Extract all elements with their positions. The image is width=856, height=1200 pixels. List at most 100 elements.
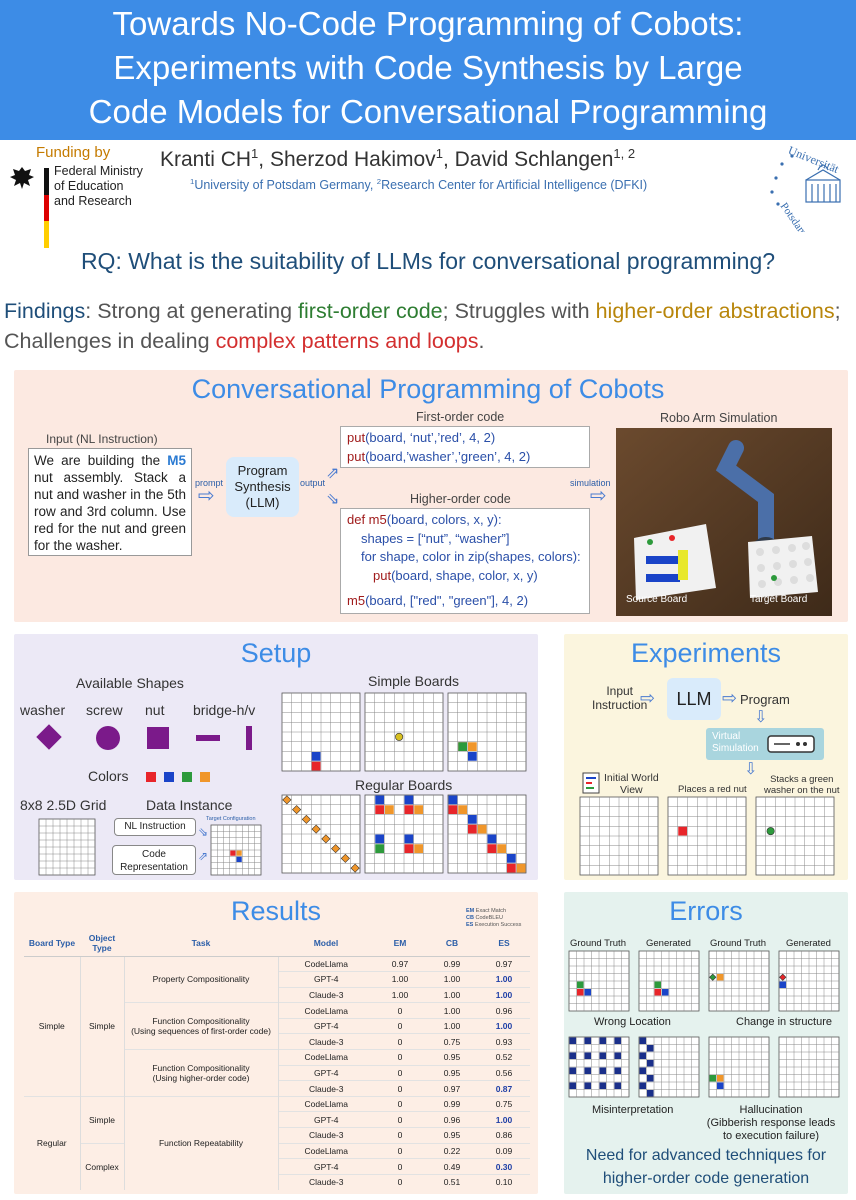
bridge-v-shape-icon xyxy=(246,726,252,750)
grid-piece-mark xyxy=(375,795,384,805)
cell-em: 0 xyxy=(374,1080,426,1097)
cell-model: GPT-4 xyxy=(277,1017,374,1034)
regular-board-1 xyxy=(281,794,361,874)
shape-washer-label: washer xyxy=(20,702,66,718)
places-label: Places a red nut xyxy=(678,784,747,795)
grid-block-mark xyxy=(647,1090,654,1097)
grid-piece-mark xyxy=(577,981,584,988)
cell-model: GPT-4 xyxy=(277,1158,374,1175)
grid-washer-mark xyxy=(340,853,350,863)
target-config-label: Target Configuration xyxy=(206,816,256,822)
error-gen-structure-grid xyxy=(778,950,840,1012)
cell-cb: 0.96 xyxy=(426,1111,478,1128)
col-cb: CB xyxy=(426,930,478,957)
target-config-grid xyxy=(210,824,262,876)
colors-label: Colors xyxy=(88,768,129,784)
shape-screw-label: screw xyxy=(86,702,123,718)
change-structure-caption: Change in structure xyxy=(736,1016,832,1028)
cell-es: 1.00 xyxy=(478,971,530,988)
input-instruction-label: Input Instruction xyxy=(592,684,648,712)
cell-es: 0.87 xyxy=(478,1080,530,1097)
grid-piece-mark xyxy=(385,805,394,814)
virtual-simulation-box: Virtual Simulation xyxy=(706,728,824,760)
table-row: Regular Simple Function Repeatability Co… xyxy=(24,1095,530,1190)
hallucination-caption: Hallucination (Gibberish response leads … xyxy=(706,1104,836,1142)
grid-block-mark xyxy=(599,1052,606,1059)
cell-em: 0 xyxy=(374,1111,426,1128)
object-complex-cell: Complex xyxy=(80,1142,125,1190)
grid-piece-mark xyxy=(662,989,669,996)
color-swatches xyxy=(146,772,210,782)
grid-block-mark xyxy=(614,1052,621,1059)
cell-es: 1.00 xyxy=(478,1017,530,1034)
grid-washer-mark xyxy=(779,973,787,981)
cell-es: 0.09 xyxy=(478,1142,530,1159)
gen1-label: Generated xyxy=(646,938,691,949)
task-function-seq-cell: Function Compositionality(Using sequence… xyxy=(124,1002,279,1050)
grid-piece-mark xyxy=(487,844,497,853)
object-simple-cell-2: Simple xyxy=(80,1095,125,1144)
cell-model: CodeLlama xyxy=(277,1002,374,1019)
error-misinterp-grid-1 xyxy=(568,1036,630,1098)
regular-boards-label: Regular Boards xyxy=(355,777,453,793)
grid-piece-mark xyxy=(709,1075,716,1082)
grid-piece-mark xyxy=(468,752,477,761)
grid-piece-mark xyxy=(717,1082,724,1089)
color-swatch xyxy=(182,772,192,782)
grid-8x8 xyxy=(38,818,96,876)
error-gen-location-grid xyxy=(638,950,700,1012)
uni-text-top: Universität xyxy=(786,143,841,176)
cell-cb: 1.00 xyxy=(426,986,478,1003)
simulation-label: simulation xyxy=(570,478,611,488)
grid-block-mark xyxy=(647,1075,654,1082)
cell-model: GPT-4 xyxy=(277,1064,374,1081)
grid-piece-mark xyxy=(516,863,526,873)
cell-cb: 0.99 xyxy=(426,1095,478,1112)
available-shapes-label: Available Shapes xyxy=(76,675,184,691)
affiliations: 1University of Potsdam Germany, 2Researc… xyxy=(190,177,648,193)
grid-block-mark xyxy=(639,1082,646,1089)
grid-washer-mark xyxy=(292,805,302,815)
cell-em: 0 xyxy=(374,1158,426,1175)
col-model: Model xyxy=(278,930,374,957)
grid-piece-mark xyxy=(404,795,414,805)
grid-piece-mark xyxy=(584,989,591,996)
exp-arrow-2-icon: ⇨ xyxy=(722,688,738,708)
cell-cb: 1.00 xyxy=(426,1017,478,1034)
task-function-higher-cell: Function Compositionality(Using higher-o… xyxy=(124,1049,279,1097)
cell-em: 1.00 xyxy=(374,986,426,1003)
grid-piece-mark xyxy=(507,854,516,863)
federal-eagle-icon xyxy=(10,167,34,189)
misinterpretation-caption: Misinterpretation xyxy=(592,1104,674,1116)
cell-es: 0.86 xyxy=(478,1127,530,1144)
stacks-label: Stacks a green washer on the nut xyxy=(764,774,840,796)
exp-arrow-down-2-icon: ⇩ xyxy=(744,761,758,778)
cell-em: 0 xyxy=(374,1095,426,1112)
cell-em: 1.00 xyxy=(374,971,426,988)
cell-model: GPT-4 xyxy=(277,971,374,988)
grid-washer-mark xyxy=(282,795,292,805)
color-swatch xyxy=(164,772,174,782)
grid-block-mark xyxy=(584,1067,591,1074)
grid-label: 8x8 2.5D Grid xyxy=(20,797,107,813)
grid-piece-mark xyxy=(717,974,724,981)
instance-arrow-icon-2: ⇗ xyxy=(198,849,209,863)
grid-block-mark xyxy=(584,1037,591,1044)
cell-model: CodeLlama xyxy=(277,1142,374,1159)
results-header-row: Board Type Object Type Task Model EM CB … xyxy=(24,930,530,957)
regular-board-2 xyxy=(364,794,444,874)
conv-title: Conversational Programming of Cobots xyxy=(191,374,665,404)
university-potsdam-logo: Universität Potsdam xyxy=(770,143,841,232)
cell-model: Claude-3 xyxy=(277,1033,374,1050)
table-row: Function Compositionality(Using sequence… xyxy=(24,1002,530,1050)
nl-instruction-box-small: NL Instruction xyxy=(114,818,196,836)
input-label: Input (NL Instruction) xyxy=(46,432,158,446)
bridge-h-shape-icon xyxy=(196,735,220,741)
grid-piece-mark xyxy=(487,834,497,844)
shape-nut-label: nut xyxy=(145,702,165,718)
